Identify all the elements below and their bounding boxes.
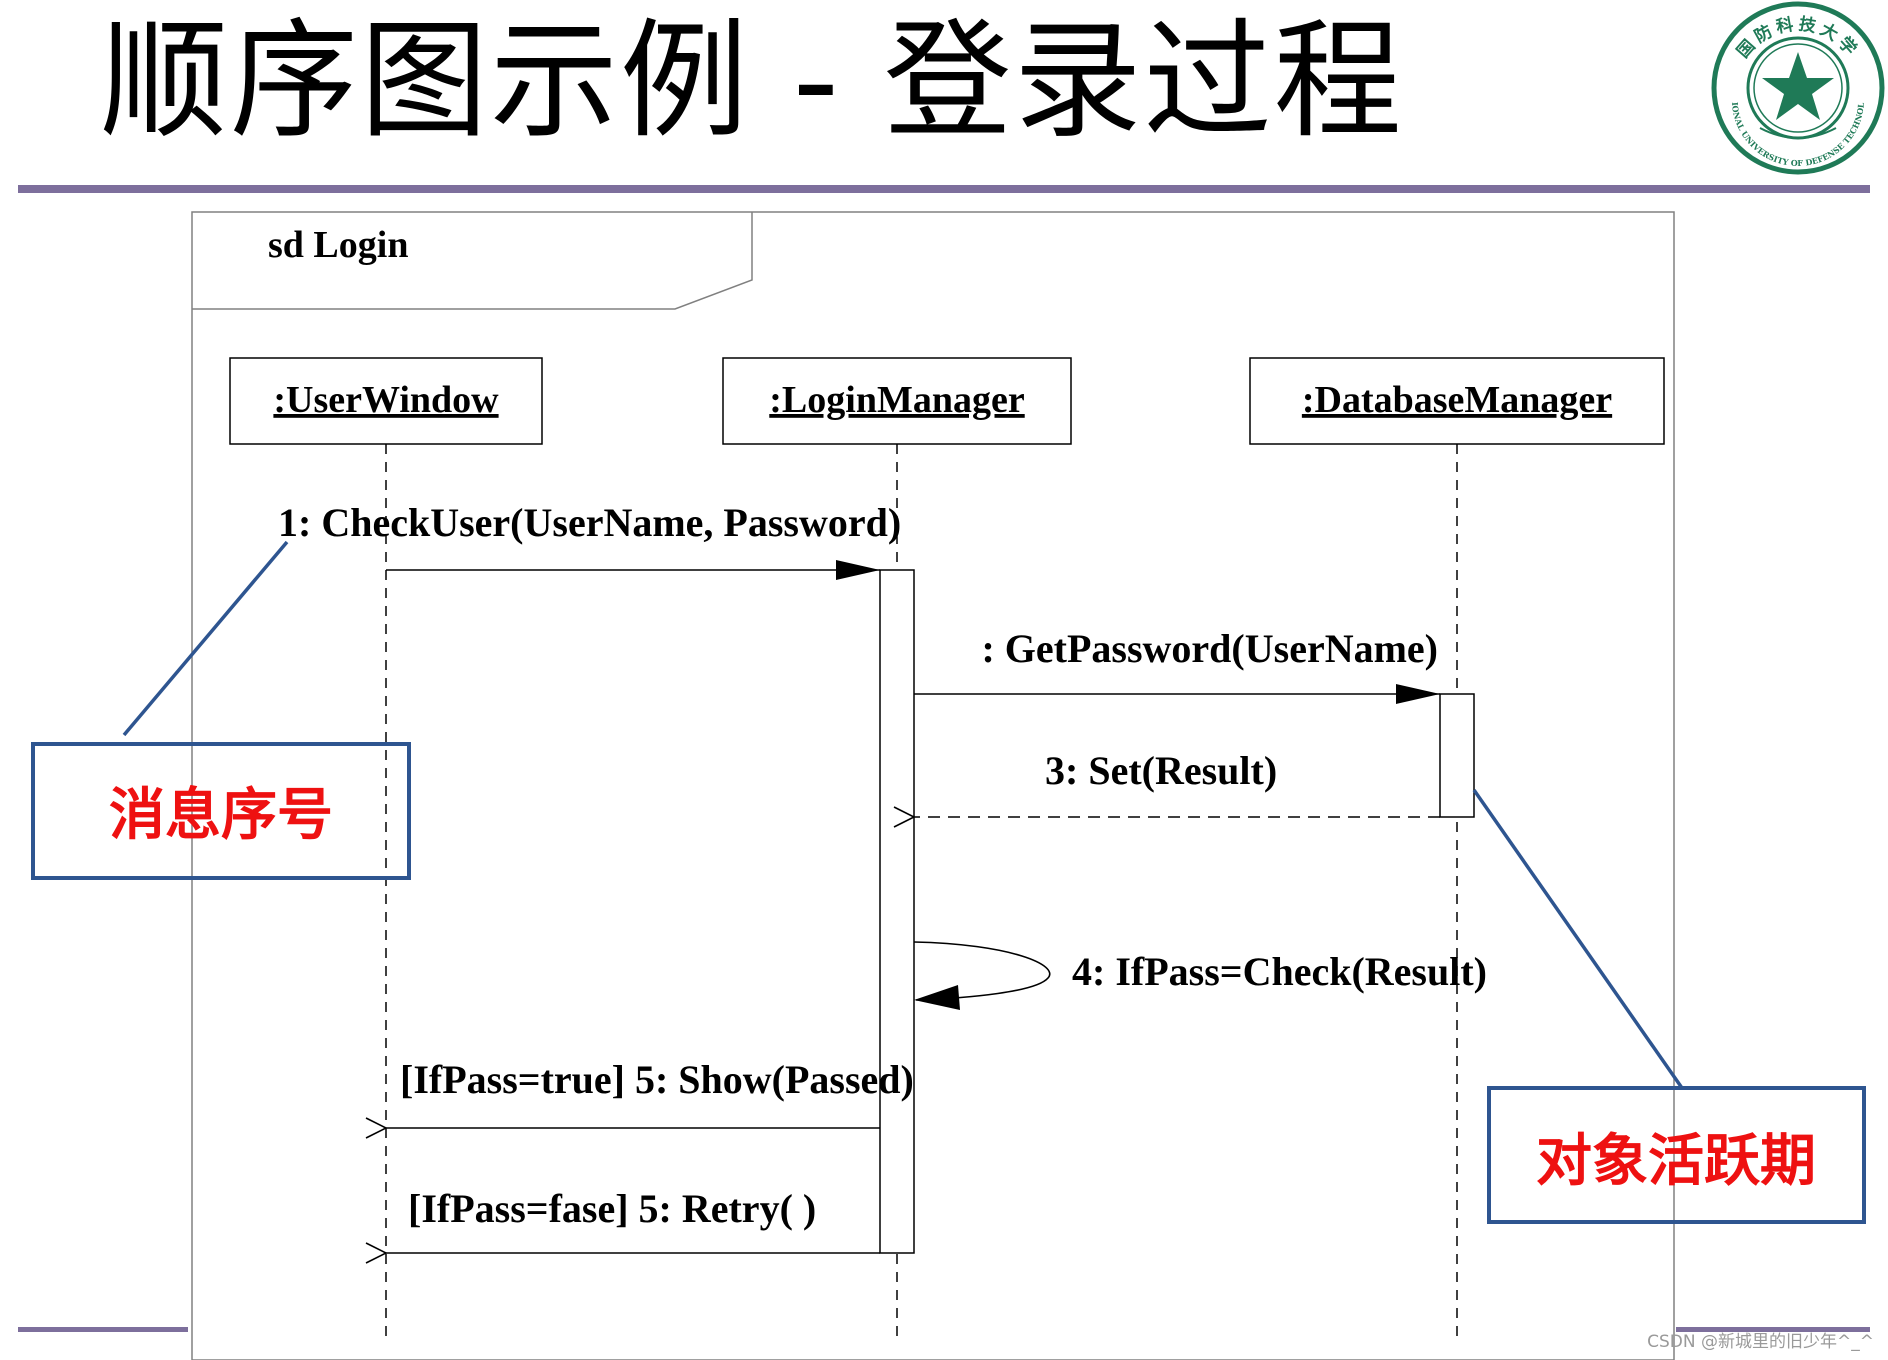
message-label-4: 4: IfPass=Check(Result) — [1072, 949, 1487, 994]
callout-pointer-message-number — [122, 540, 289, 737]
slide-title: 顺序图示例 - 登录过程 — [100, 7, 1404, 156]
lifeline-name-databasemanager: :DatabaseManager — [1302, 379, 1612, 421]
lifeline-box-databasemanager — [1249, 357, 1665, 445]
message-label-5b: [IfPass=fase] 5: Retry( ) — [408, 1186, 816, 1231]
callout-pointer-activation — [1472, 788, 1684, 1090]
sd-frame-label: sd Login — [268, 224, 408, 266]
title-divider — [18, 185, 1870, 193]
callout-label-message-number: 消息序号 — [109, 783, 333, 848]
callout-label-activation: 对象活跃期 — [1536, 1129, 1816, 1194]
activation-bar-loginmanager — [879, 569, 915, 1254]
message-arrowhead-4 — [914, 985, 960, 1010]
message-label-5a: [IfPass=true] 5: Show(Passed) — [400, 1057, 914, 1102]
callout-box-activation — [1487, 1086, 1866, 1224]
message-arrow-4 — [913, 941, 1051, 1001]
message-label-1: 1: CheckUser(UserName, Password) — [278, 500, 901, 545]
sd-frame — [191, 211, 1675, 1360]
university-emblem-icon: 国防科技大学 NATIONAL UNIVERSITY OF DEFENSE TE… — [1710, 0, 1885, 175]
activation-bar-databasemanager — [1439, 693, 1475, 818]
footer-divider-left — [18, 1327, 188, 1332]
sd-frame-tab — [192, 212, 753, 310]
watermark: CSDN @新城里的旧少年^_^ — [1647, 1332, 1874, 1352]
callout-box-message-number — [31, 742, 411, 880]
message-label-2: : GetPassword(UserName) — [981, 626, 1438, 671]
lifeline-name-loginmanager: :LoginManager — [769, 379, 1025, 421]
lifeline-name-userwindow: :UserWindow — [273, 379, 499, 421]
message-label-3: 3: Set(Result) — [1045, 748, 1277, 793]
lifeline-box-loginmanager — [722, 357, 1072, 445]
footer-divider-right — [1676, 1327, 1870, 1332]
lifeline-box-userwindow — [229, 357, 543, 445]
